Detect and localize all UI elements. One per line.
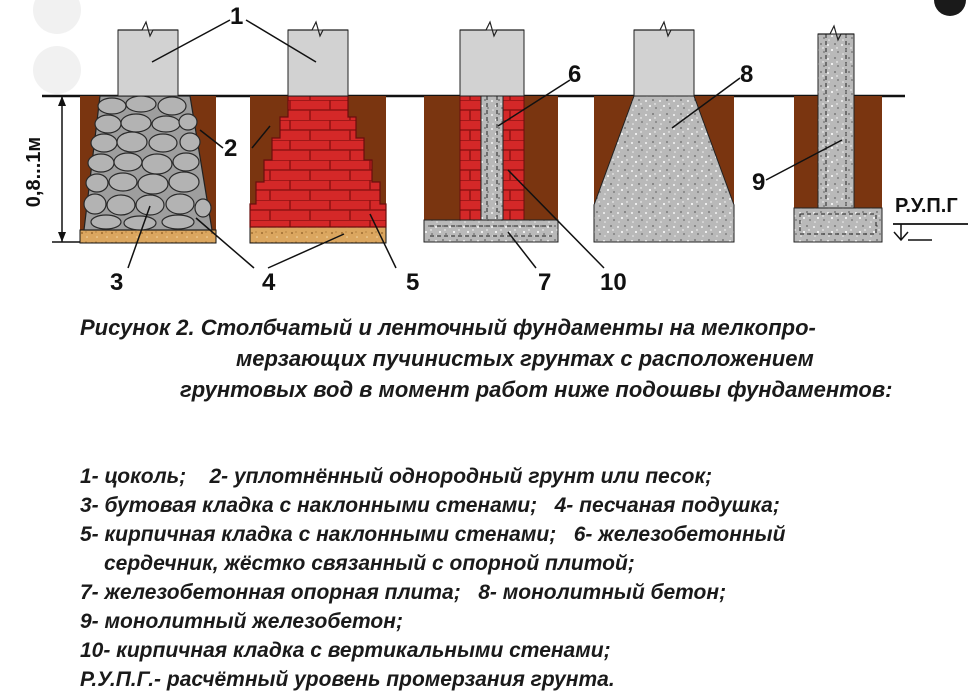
plinth [459, 29, 525, 97]
plinth [287, 29, 349, 97]
legend-line: 3- бутовая кладка с наклонными стенами; … [80, 494, 780, 517]
legend-line: 9- монолитный железобетон; [80, 610, 403, 633]
caption-line-2: мерзающих пучинистых грунтах с расположе… [236, 346, 814, 371]
plinth [633, 29, 695, 97]
legend: 1- цоколь; 2- уплотнённый однородный гру… [80, 462, 970, 694]
top-left-overlay-button-2[interactable] [33, 46, 81, 94]
rc-footing [793, 207, 883, 243]
leader-lines [127, 19, 843, 269]
sand-cushion [249, 226, 387, 244]
label-1: 1 [230, 3, 243, 30]
legend-line: сердечник, жёстко связанный с опорной пл… [104, 552, 635, 575]
legend-line: 1- цоколь; 2- уплотнённый однородный гру… [80, 465, 713, 488]
label-3: 3 [110, 269, 123, 296]
caption-line-3: грунтовых вод в момент работ ниже подошв… [180, 377, 893, 402]
legend-line: Р.У.П.Г.- расчётный уровень промерзания … [80, 668, 615, 691]
legend-line: 7- железобетонная опорная плита; 8- моно… [80, 581, 727, 604]
depth-label: 0,8...1м [23, 137, 45, 207]
foundation-brick-core [423, 20, 559, 243]
label-9: 9 [752, 169, 765, 196]
legend-line: 10- кирпичная кладка с вертикальными сте… [80, 639, 611, 662]
foundation-diagram: 0,8...1м [23, 0, 968, 296]
label-6: 6 [568, 61, 581, 88]
caption-line-1: Рисунок 2. Столбчатый и ленточный фундам… [80, 315, 816, 340]
rc-column [817, 33, 855, 211]
plinth [117, 29, 179, 97]
top-right-dark-button[interactable] [934, 0, 966, 16]
rc-core [480, 95, 504, 223]
foundation-brick-sloped [249, 20, 387, 244]
sand-cushion [79, 229, 217, 244]
label-8: 8 [740, 61, 753, 88]
label-5: 5 [406, 269, 419, 296]
label-4: 4 [262, 269, 276, 296]
foundation-rubble [79, 20, 217, 244]
label-10: 10 [600, 269, 627, 296]
foundation-monolithic [593, 20, 735, 243]
frost-level-label: Р.У.П.Г [895, 195, 958, 217]
foundation-monolithic-rc [793, 24, 883, 243]
depth-dimension: 0,8...1м [23, 95, 80, 243]
legend-line: 5- кирпичная кладка с наклонными стенами… [80, 523, 786, 546]
frost-level-marker: Р.У.П.Г [893, 195, 968, 242]
top-left-overlay-button[interactable] [33, 0, 81, 34]
label-2: 2 [224, 135, 237, 162]
brick-masonry-stepped [249, 95, 387, 228]
label-7: 7 [538, 269, 551, 296]
rc-base-plate [423, 219, 559, 243]
